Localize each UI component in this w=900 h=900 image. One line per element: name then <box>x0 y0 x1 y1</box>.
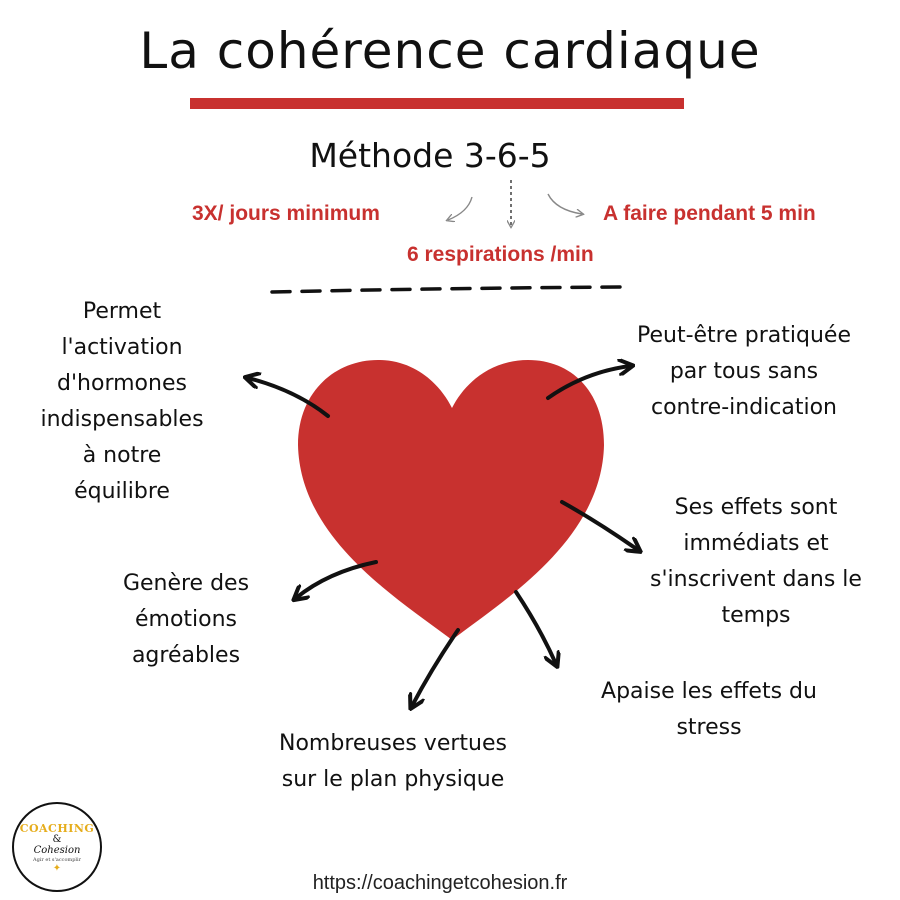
benefit-hormones-line: l'activation <box>61 335 183 360</box>
benefit-effects-line: immédiats et <box>683 531 829 556</box>
benefit-stress-line: Apaise les effets du <box>601 679 817 704</box>
heart-icon <box>298 360 604 640</box>
arrow-to-duration <box>547 193 582 214</box>
arrow-to-emotions <box>296 560 378 598</box>
benefit-emotions-line: agréables <box>131 643 241 668</box>
benefit-physical-line: sur le plan physique <box>281 767 505 792</box>
benefit-practice-line: par tous sans <box>669 359 819 384</box>
benefit-stress: Apaise les effets du stress <box>566 674 852 746</box>
logo-subtitle: Cohesion <box>33 845 81 856</box>
sparkle-icon: ✦ <box>52 863 62 874</box>
benefit-hormones-line: à notre <box>82 443 162 468</box>
benefit-practice-line: contre-indication <box>650 395 837 420</box>
benefit-emotions-line: Genère des <box>122 571 250 596</box>
brand-logo: COACHING & Cohesion Agir et s'accomplir … <box>12 802 102 892</box>
title-underline <box>190 98 684 109</box>
benefit-physical: Nombreuses vertues sur le plan physique <box>240 726 546 798</box>
logo-name: COACHING <box>19 822 95 835</box>
arrow-to-stress <box>514 590 556 664</box>
method-title: Méthode 3-6-5 <box>309 136 551 175</box>
logo-tagline: Agir et s'accomplir <box>32 857 81 863</box>
benefit-hormones-line: d'hormones <box>57 371 187 396</box>
arrow-to-practice <box>546 366 630 400</box>
logo-ampersand: & <box>52 834 62 845</box>
arrow-to-hormones <box>248 378 330 418</box>
dashed-separator <box>270 285 630 294</box>
benefit-hormones-line: indispensables <box>40 407 204 432</box>
benefit-hormones-line: Permet <box>82 299 162 324</box>
benefit-stress-line: stress <box>676 715 742 740</box>
benefit-physical-line: Nombreuses vertues <box>279 731 507 756</box>
website-url: https://coachingetcohesion.fr <box>312 872 568 894</box>
benefit-emotions: Genère des émotions agréables <box>98 566 274 674</box>
breathing-rate-label: 6 respirations /min <box>407 243 594 266</box>
benefit-effects-line: Ses effets sont <box>674 495 838 520</box>
frequency-label: 3X/ jours minimum <box>192 202 380 225</box>
benefit-practice: Peut-être pratiquée par tous sans contre… <box>596 318 892 426</box>
duration-label: A faire pendant 5 min <box>603 202 816 225</box>
benefit-effects-line: temps <box>721 603 791 628</box>
benefit-hormones: Permet l'activation d'hormones indispens… <box>22 294 222 510</box>
benefit-practice-line: Peut-être pratiquée <box>637 323 851 348</box>
arrow-to-effects <box>560 500 638 550</box>
arrow-to-physical <box>412 628 460 706</box>
arrow-to-frequency <box>448 196 473 220</box>
benefit-effects-line: s'inscrivent dans le <box>650 567 862 592</box>
page-title: La cohérence cardiaque <box>139 22 761 80</box>
benefit-hormones-line: équilibre <box>74 479 170 504</box>
benefit-effects: Ses effets sont immédiats et s'inscriven… <box>618 490 894 634</box>
benefit-emotions-line: émotions <box>134 607 238 632</box>
